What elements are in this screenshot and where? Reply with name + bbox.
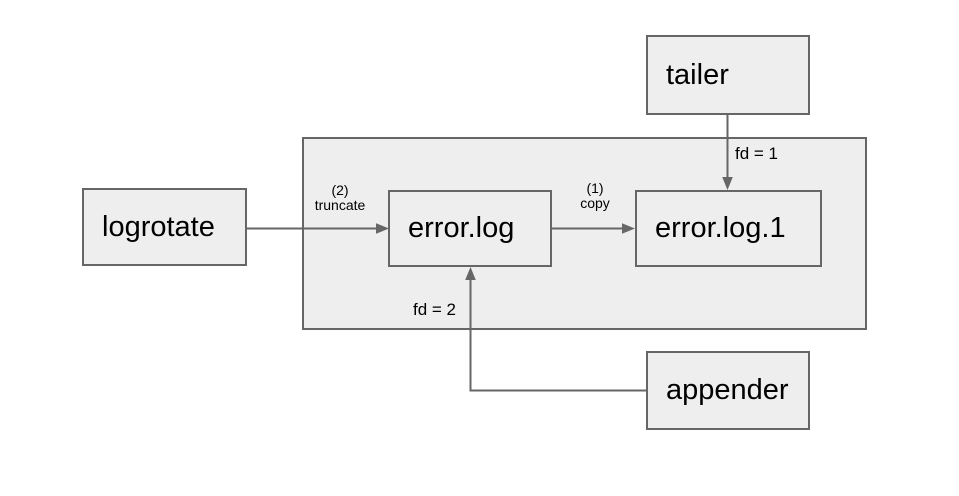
node-errorlog-label: error.log xyxy=(408,212,515,244)
edge-label-truncate: (2) truncate xyxy=(314,182,366,213)
node-errorlog1-label: error.log.1 xyxy=(655,212,786,244)
edge-label-copy: (1) copy xyxy=(580,180,610,211)
node-tailer: tailer xyxy=(646,35,810,115)
node-appender: appender xyxy=(646,351,810,430)
node-errorlog1: error.log.1 xyxy=(635,190,822,267)
node-tailer-label: tailer xyxy=(666,58,729,91)
edge-label-fd1: fd = 1 xyxy=(735,144,779,163)
node-appender-label: appender xyxy=(666,374,789,406)
node-errorlog: error.log xyxy=(388,190,552,267)
edge-label-fd2: fd = 2 xyxy=(412,300,456,319)
node-logrotate: logrotate xyxy=(82,188,247,266)
node-logrotate-label: logrotate xyxy=(102,210,215,243)
